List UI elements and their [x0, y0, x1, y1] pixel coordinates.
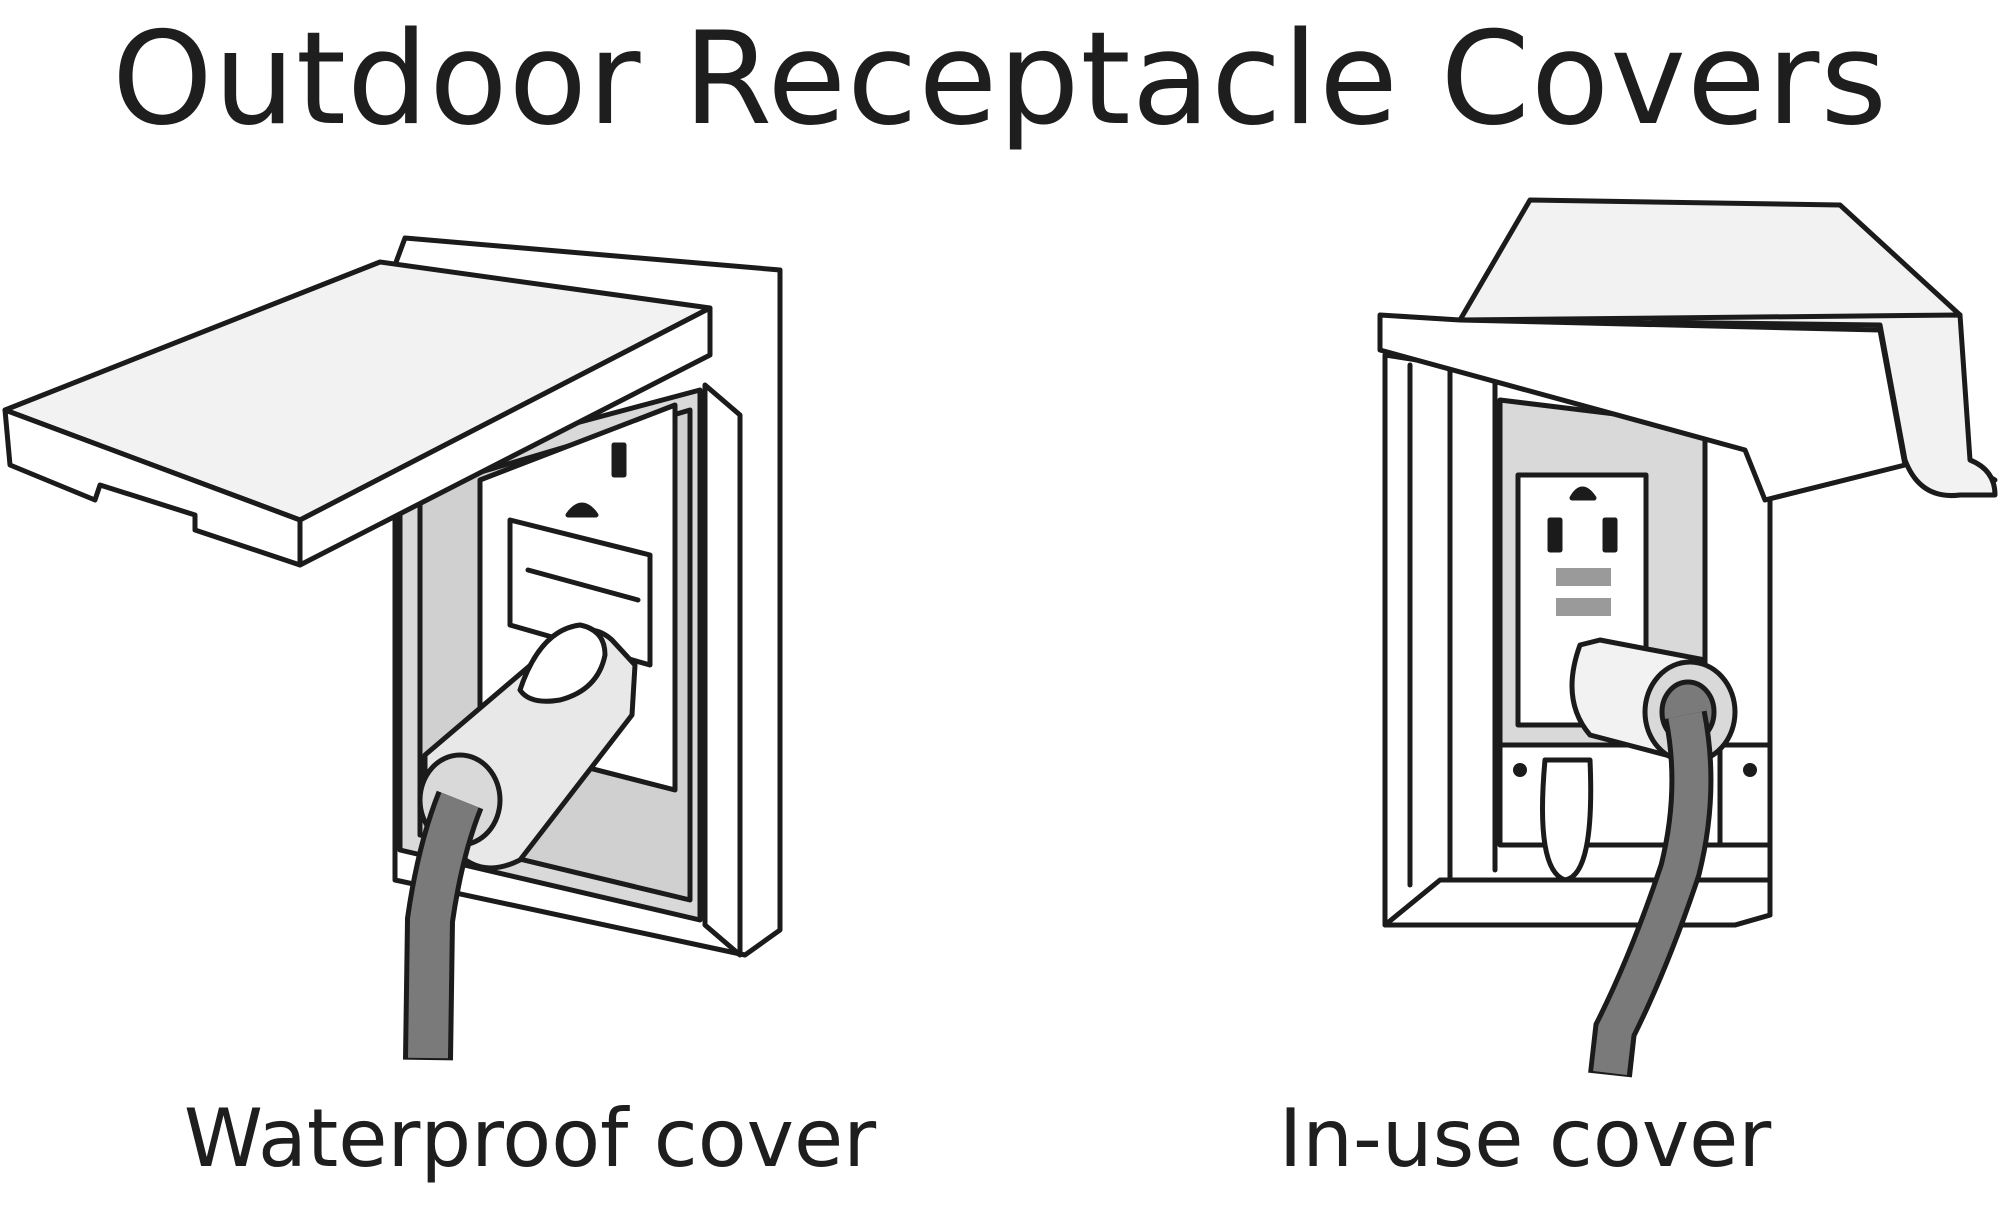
left-receptacle-ground: [565, 502, 599, 518]
left-plug-lobe: [517, 622, 608, 704]
right-screw-right: [1743, 763, 1757, 777]
left-receptacle-slot: [611, 442, 627, 478]
left-lid-right: [297, 305, 713, 568]
caption-in-use-cover: In-use cover: [1278, 1092, 1772, 1185]
right-slot-left: [1547, 517, 1563, 553]
left-gfci-line: [525, 567, 641, 603]
right-gfci-button-2: [1556, 598, 1611, 616]
right-box-bottom: [1382, 877, 1773, 928]
right-gfci-button-1: [1556, 568, 1611, 586]
left-cord-fill: [408, 792, 479, 1059]
right-slot-right: [1602, 517, 1618, 553]
page-title: Outdoor Receptacle Covers: [111, 5, 1889, 154]
right-cord-fill: [1593, 711, 1709, 1075]
right-cord-guide: [1540, 757, 1594, 883]
right-receptacle-ground: [1569, 486, 1597, 501]
left-gfci-panel: [507, 517, 653, 668]
right-lid-face: [1457, 312, 1998, 499]
right-screw-left: [1513, 763, 1527, 777]
in-use-cover-icon: [1377, 197, 1998, 1078]
waterproof-cover-icon: [2, 235, 783, 1061]
right-lid-brim: [1377, 312, 1908, 503]
caption-waterproof-cover: Waterproof cover: [183, 1092, 877, 1185]
left-frame-side: [702, 382, 743, 958]
